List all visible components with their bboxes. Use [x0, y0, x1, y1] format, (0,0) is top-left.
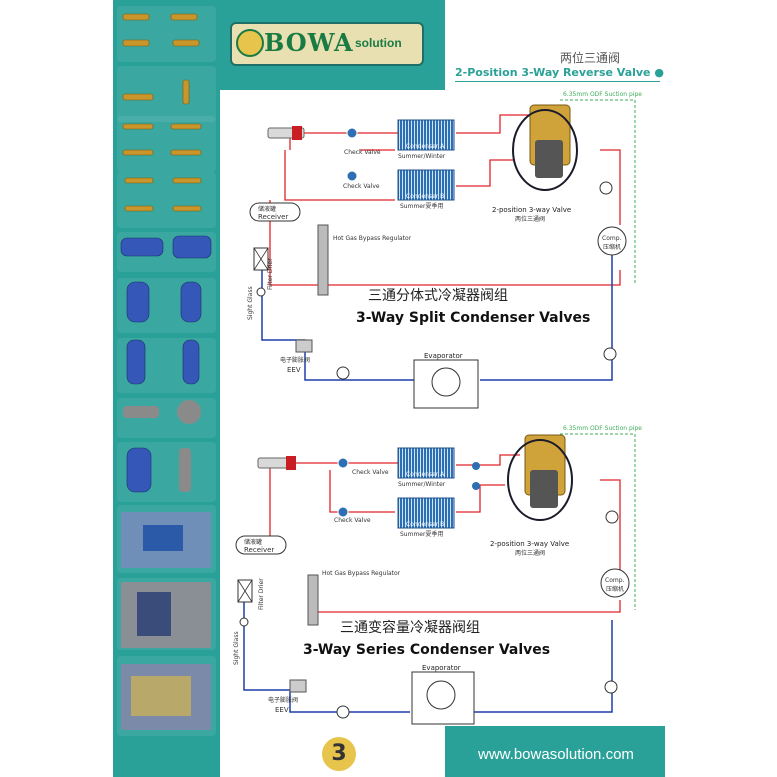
check-valve-2-label: Check Valve [334, 517, 371, 524]
evaporator-label: Evaporator [424, 352, 463, 360]
condenser-a-coil [397, 447, 455, 479]
eev-label-cn: 电子膨胀阀 [268, 696, 298, 704]
condenser-b-label: Condenser B [406, 193, 444, 200]
hot-gas-label: Hot Gas Bypass Regulator [322, 570, 401, 577]
receiver-label: Receiver [258, 213, 288, 221]
condenser-b-sub: Summer夏季用 [400, 530, 443, 538]
evaporator-label: Evaporator [422, 664, 461, 672]
receiver-label-cn: 储液罐 [258, 205, 276, 213]
condenser-b-sub: Summer夏季用 [400, 202, 443, 210]
diagram1-title-en: 3-Way Split Condenser Valves [356, 310, 590, 326]
check-valve-1-label: Check Valve [344, 149, 381, 156]
receiver-label-cn: 储液罐 [244, 538, 262, 546]
condenser-a-sub: Summer/Winter [398, 481, 446, 488]
page-title-en: 2-Position 3-Way Reverse Valve ● [455, 66, 664, 79]
valve-label: 2-position 3-way Valve [492, 206, 571, 214]
check-valve-1-label: Check Valve [352, 469, 389, 476]
condenser-a-label: Condenser A [406, 143, 445, 150]
website-url[interactable]: www.bowasolution.com [478, 746, 634, 763]
footer-band [445, 726, 665, 777]
diagram2-title-en: 3-Way Series Condenser Valves [303, 642, 550, 658]
comp-label-cn: 压缩机 [603, 243, 621, 251]
condenser-b-coil [397, 169, 455, 201]
condenser-b-label: Condenser B [406, 521, 444, 528]
comp-label: Comp. [602, 235, 622, 242]
brand-sub: solution [355, 36, 402, 50]
diagram1-title-cn: 三通分体式冷凝器阀组 [368, 288, 508, 304]
suction-label: 6.35mm ODF Suction pipe [563, 91, 642, 98]
page-number: 3 [322, 737, 356, 771]
condenser-b-coil [397, 497, 455, 529]
product-sketches [120, 13, 212, 730]
comp-label: Comp. [605, 577, 625, 584]
sight-glass-label: Sight Glass [233, 631, 240, 665]
filter-drier-label: Filter Drier [267, 258, 274, 290]
page-title-cn: 两位三通阀 [560, 51, 621, 65]
brand-name: BOWA [264, 28, 354, 57]
comp-label-cn: 压缩机 [606, 585, 624, 593]
diagram2-title-cn: 三通变容量冷凝器阀组 [340, 619, 480, 636]
condenser-a-sub: Summer/Winter [398, 153, 446, 160]
hot-gas-label: Hot Gas Bypass Regulator [333, 235, 412, 242]
logo-emblem-icon [236, 29, 264, 57]
condenser-a-coil [397, 119, 455, 151]
suction-label: 6.35mm ODF Suction pipe [563, 425, 642, 432]
eev-label: EEV [275, 706, 289, 714]
valve-label: 2-position 3-way Valve [490, 540, 569, 548]
diagram-split-condenser: Condenser A Summer/Winter Condenser B Su… [247, 91, 642, 409]
header-divider [455, 81, 660, 82]
sight-glass-label: Sight Glass [247, 286, 254, 320]
diagram-series-condenser: Condenser A Summer/Winter Condenser B Su… [233, 425, 642, 725]
condenser-a-label: Condenser A [406, 471, 445, 478]
eev-label-cn: 电子膨胀阀 [280, 356, 310, 364]
check-valve-2-label: Check Valve [343, 183, 380, 190]
valve-label-cn: 两位三通阀 [515, 215, 545, 223]
valve-label-cn: 两位三通阀 [515, 549, 545, 557]
eev-label: EEV [287, 366, 301, 374]
product-sidebar [113, 0, 220, 777]
receiver-label: Receiver [244, 546, 274, 554]
filter-drier-label: Filter Drier [258, 578, 265, 610]
